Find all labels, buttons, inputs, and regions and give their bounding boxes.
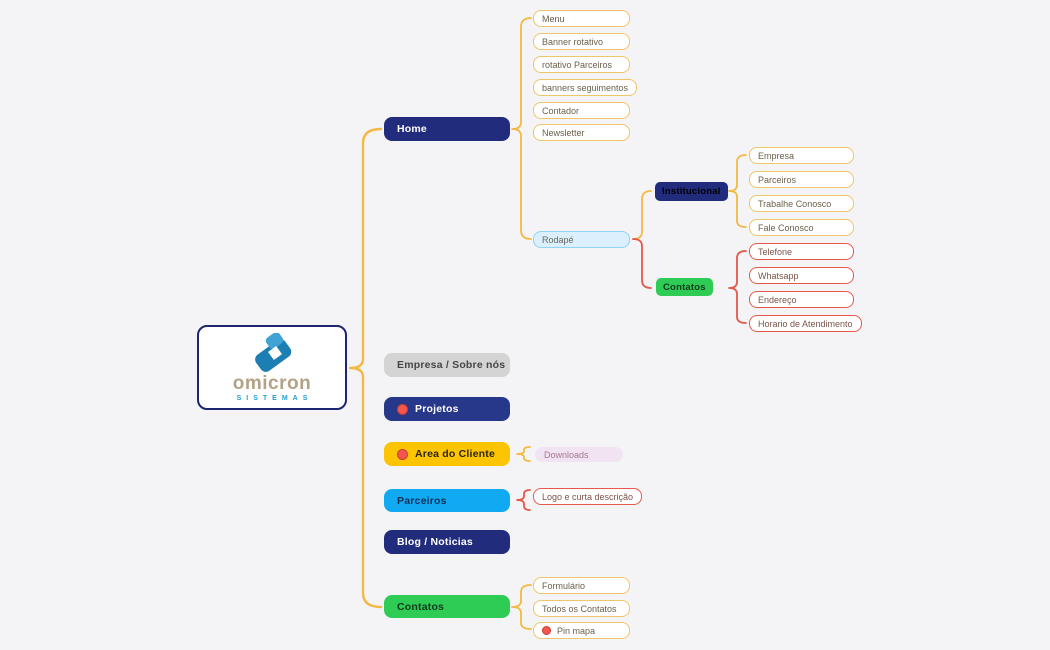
leaf-rodape[interactable]: Rodapé [533,231,630,248]
leaf-todos-os-contatos-label: Todos os Contatos [542,603,617,614]
node-projetos[interactable]: Projetos [384,397,510,421]
node-institucional[interactable]: Institucional [655,182,728,201]
connector-rodape-contatos [632,238,652,289]
leaf-telefone-label: Telefone [758,246,793,257]
leaf-formulario[interactable]: Formulário [533,577,630,594]
leaf-contador-label: Contador [542,105,580,116]
connector-areacliente-downloads [516,446,531,462]
leaf-fale-conosco-label: Fale Conosco [758,222,814,233]
logo-wordmark: omicron [232,373,312,394]
leaf-horario-atendimento-label: Horario de Atendimento [758,318,853,329]
node-home[interactable]: Home [384,117,510,141]
leaf-parceiros-inst-label: Parceiros [758,174,797,185]
leaf-rotativo-parceiros[interactable]: rotativo Parceiros [533,56,630,73]
connector-rodape-institucional [632,190,652,240]
leaf-banners-seguimentos[interactable]: banners seguimentos [533,79,638,96]
leaf-menu-label: Menu [542,13,565,24]
node-parceiros[interactable]: Parceiros [384,489,510,512]
node-projetos-label: Projetos [415,403,459,415]
node-empresa-sobre[interactable]: Empresa / Sobre nós [384,353,510,377]
leaf-pin-mapa[interactable]: Pin mapa [533,622,630,639]
leaf-menu[interactable]: Menu [533,10,630,27]
node-contatos-main[interactable]: Contatos [384,595,510,618]
leaf-logo-descricao[interactable]: Logo e curta descrição [533,488,643,505]
connector-parceiros-logodesc [516,489,531,511]
node-institucional-label: Institucional [662,186,721,197]
node-contatos-rodape-label: Contatos [663,281,706,293]
node-blog-noticias-label: Blog / Noticias [397,536,473,548]
leaf-rodape-label: Rodapé [542,234,574,245]
node-home-label: Home [397,123,427,135]
connector-home-children [511,17,532,240]
leaf-formulario-label: Formulário [542,580,586,591]
leaf-downloads[interactable]: Downloads [535,447,623,462]
node-empresa-sobre-label: Empresa / Sobre nós [397,359,506,371]
leaf-newsletter-label: Newsletter [542,127,585,138]
logo-tagline: SISTEMAS [236,395,313,402]
node-area-do-cliente-label: Area do Cliente [415,448,496,460]
node-parceiros-label: Parceiros [397,494,447,507]
leaf-trabalhe-conosco-label: Trabalhe Conosco [758,198,832,209]
connector-root-main [348,127,383,609]
leaf-telefone[interactable]: Telefone [749,243,854,260]
leaf-newsletter[interactable]: Newsletter [533,124,630,141]
leaf-banner-rotativo[interactable]: Banner rotativo [533,33,630,50]
leaf-empresa[interactable]: Empresa [749,147,854,164]
leaf-banners-seguimentos-label: banners seguimentos [542,82,629,93]
leaf-horario-atendimento[interactable]: Horario de Atendimento [749,315,862,332]
connector-contatos-sub-children [728,250,747,324]
leaf-rotativo-parceiros-label: rotativo Parceiros [542,59,613,70]
root-logo-node[interactable]: omicron SISTEMAS [197,325,347,410]
leaf-logo-descricao-label: Logo e curta descrição [542,491,634,502]
leaf-empresa-label: Empresa [758,150,795,161]
leaf-parceiros-inst[interactable]: Parceiros [749,171,854,188]
leaf-fale-conosco[interactable]: Fale Conosco [749,219,854,236]
leaf-todos-os-contatos[interactable]: Todos os Contatos [533,600,630,617]
connector-contatos-children [511,584,532,630]
red-dot-icon [397,403,408,415]
leaf-downloads-label: Downloads [544,449,589,460]
omicron-cube-icon [255,333,292,372]
node-blog-noticias[interactable]: Blog / Noticias [384,530,510,554]
node-area-do-cliente[interactable]: Area do Cliente [384,442,510,466]
leaf-contador[interactable]: Contador [533,102,630,119]
leaf-banner-rotativo-label: Banner rotativo [542,36,604,47]
leaf-trabalhe-conosco[interactable]: Trabalhe Conosco [749,195,854,212]
red-dot-icon [542,626,551,635]
leaf-pin-mapa-label: Pin mapa [557,625,596,636]
leaf-endereco[interactable]: Endereço [749,291,854,308]
node-contatos-main-label: Contatos [397,600,445,613]
leaf-endereco-label: Endereço [758,294,797,305]
leaf-whatsapp[interactable]: Whatsapp [749,267,854,284]
connector-institucional-children [728,154,747,228]
node-contatos-rodape[interactable]: Contatos [656,278,713,296]
leaf-whatsapp-label: Whatsapp [758,270,799,281]
red-dot-icon [397,448,408,460]
